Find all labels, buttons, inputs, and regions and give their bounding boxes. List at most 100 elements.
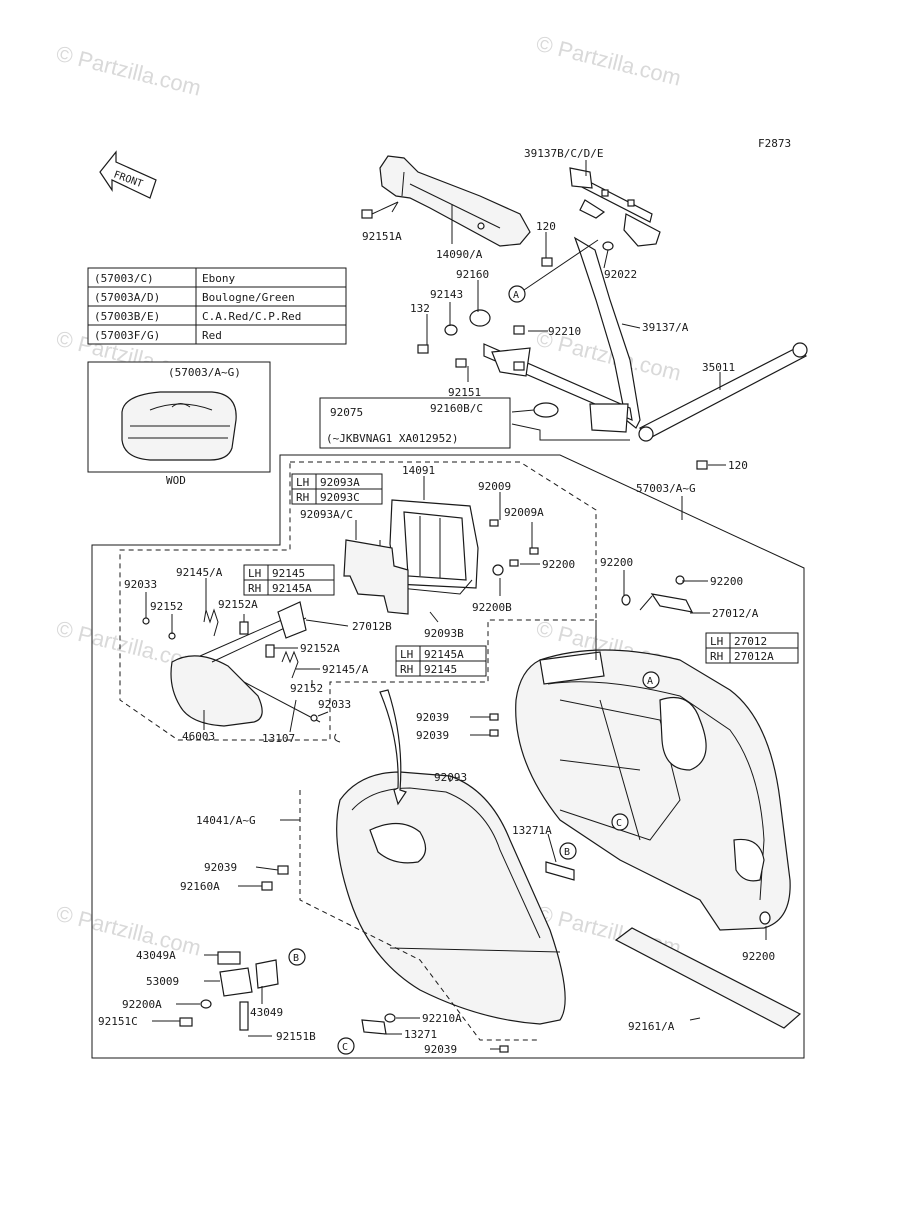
part-label: 120: [536, 220, 556, 233]
callout-b: B: [288, 948, 306, 966]
part-39137-rail: [483, 236, 641, 433]
part-label: 92210: [548, 325, 581, 338]
part-label: 39137/A: [642, 321, 689, 334]
color-name: C.A.Red/C.P.Red: [202, 310, 301, 323]
lower-dashed-outline: [299, 790, 540, 1041]
part-39137b-stay: [569, 167, 661, 247]
part-label: 92093C: [320, 491, 360, 504]
side-label: RH: [296, 491, 309, 504]
part-label: 92145: [424, 663, 457, 676]
part-14090-bracket: [379, 155, 531, 247]
part-label: 92200A: [122, 998, 162, 1011]
part-label: 27012: [734, 635, 767, 648]
color-code: (57003F/G): [94, 329, 160, 342]
part-label: 14090/A: [436, 248, 483, 261]
part-label: 53009: [146, 975, 179, 988]
part-label: 13271: [404, 1028, 437, 1041]
part-label: 27012A: [734, 650, 774, 663]
part-label: 92152A: [300, 642, 340, 655]
part-label: 92151C: [98, 1015, 138, 1028]
part-label: 92210A: [422, 1012, 462, 1025]
serial-note-text: (~JKBVNAG1 XA012952): [326, 432, 458, 445]
watermark: © Partzilla.com: [54, 901, 204, 961]
callout-letter: B: [293, 953, 299, 964]
lr-table-92145-bottom: LH 92145A RH 92145: [395, 645, 487, 677]
part-label: 92151: [448, 386, 481, 399]
part-label: 92200: [600, 556, 633, 569]
part-label: 92009A: [504, 506, 544, 519]
part-label: 92145A: [424, 648, 464, 661]
color-name: Ebony: [202, 272, 235, 285]
part-92161-strip: [614, 927, 802, 1029]
serial-note-part: 92075: [330, 406, 363, 419]
part-57003-case: [515, 649, 791, 931]
callout-letter: C: [342, 1042, 348, 1053]
part-label: 14041/A~G: [196, 814, 256, 827]
part-label: 13107: [262, 732, 295, 745]
inset-caption: WOD: [166, 474, 186, 487]
side-label: LH: [248, 567, 261, 580]
inset-saddlebag: (57003/A~G) WOD: [87, 361, 271, 487]
part-label: 46003: [182, 730, 215, 743]
part-14041-cover: [336, 771, 566, 1025]
part-label: 27012/A: [712, 607, 759, 620]
part-label: 92152A: [218, 598, 258, 611]
color-code: (57003B/E): [94, 310, 160, 323]
part-label: 92039: [424, 1043, 457, 1056]
part-label: 92039: [416, 711, 449, 724]
side-label: LH: [296, 476, 309, 489]
part-label: 92200: [542, 558, 575, 571]
part-label: 92152: [150, 600, 183, 613]
callout-a: A: [508, 285, 526, 303]
part-label: 92151A: [362, 230, 402, 243]
inset-label: (57003/A~G): [168, 366, 241, 379]
part-label: 92093A: [320, 476, 360, 489]
part-label: 92145: [272, 567, 305, 580]
side-label: LH: [400, 648, 413, 661]
part-label: 14091: [402, 464, 435, 477]
callout-b: B: [559, 842, 577, 860]
part-46003-lid: [170, 601, 321, 727]
part-label: 35011: [702, 361, 735, 374]
part-label: 92039: [416, 729, 449, 742]
part-label: 92161/A: [628, 1020, 675, 1033]
callout-c: C: [611, 813, 629, 831]
lid-subassembly-outline: [119, 461, 597, 741]
part-35011-bar: [638, 342, 808, 442]
part-label: 92143: [430, 288, 463, 301]
part-label: 27012B: [352, 620, 392, 633]
part-label: 92151B: [276, 1030, 316, 1043]
callout-letter: B: [564, 847, 570, 858]
part-label: 13271A: [512, 824, 552, 837]
side-label: LH: [710, 635, 723, 648]
color-code: (57003/C): [94, 272, 154, 285]
part-label: 92152: [290, 682, 323, 695]
leader-lines: [145, 160, 767, 1050]
part-92093a-trim: [343, 539, 409, 615]
part-label: 92093A/C: [300, 508, 353, 521]
lr-table-27012: LH 27012 RH 27012A: [705, 632, 799, 664]
part-label: 92200: [710, 575, 743, 588]
lr-table-92093: LH 92093A RH 92093C: [291, 473, 383, 505]
color-table: (57003/C) Ebony (57003A/D) Boulogne/Gree…: [87, 267, 347, 345]
assembly-frame: [91, 454, 805, 1059]
callout-letter: A: [647, 676, 653, 687]
assembly-arrow-icon: [379, 689, 407, 806]
part-label: 92160A: [180, 880, 220, 893]
part-label: 92093: [434, 771, 467, 784]
part-label: 92009: [478, 480, 511, 493]
part-label: 92039: [204, 861, 237, 874]
part-label: 92033: [318, 698, 351, 711]
callout-letter: C: [616, 818, 622, 829]
side-label: RH: [400, 663, 413, 676]
watermark: © Partzilla.com: [54, 41, 204, 101]
part-label: 92200B: [472, 601, 512, 614]
serial-note-box: 92075 (~JKBVNAG1 XA012952): [319, 397, 511, 449]
part-label: 120: [728, 459, 748, 472]
part-labels: 39137B/C/D/E 92151A 14090/A 120 92160 92…: [98, 147, 775, 1056]
color-name: Boulogne/Green: [202, 291, 295, 304]
bolt-92151a: [361, 201, 399, 219]
part-label: 57003/A~G: [636, 482, 696, 495]
part-label: 92093B: [424, 627, 464, 640]
